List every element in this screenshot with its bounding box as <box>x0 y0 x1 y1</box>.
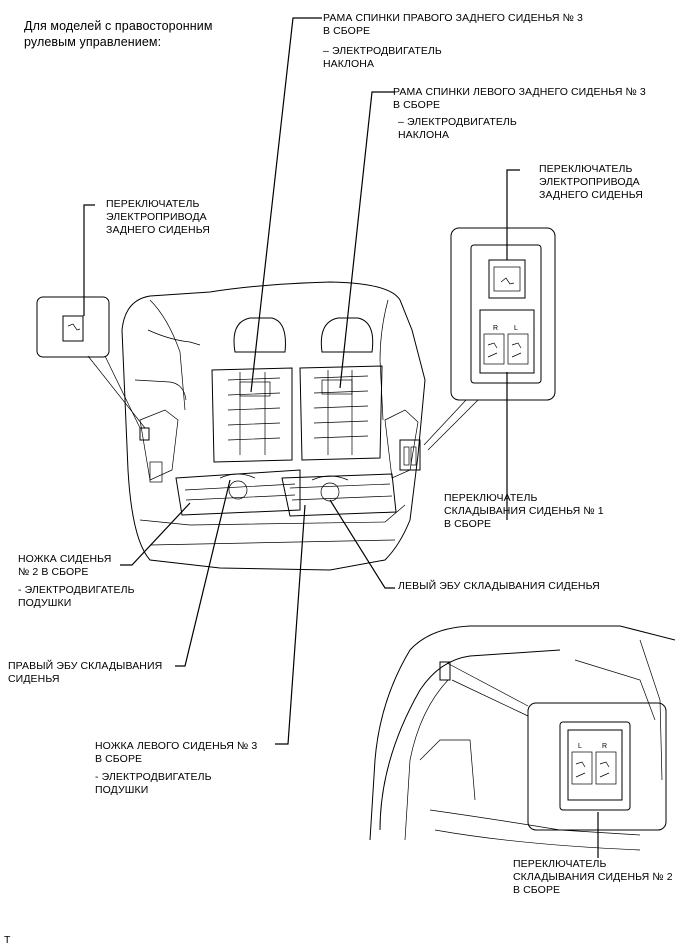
label-left-rear-frame: РАМА СПИНКИ ЛЕВОГО ЗАДНЕГО СИДЕНЬЯ № 3 В… <box>393 86 646 111</box>
label-left-rear-frame-motor: – ЭЛЕКТРОДВИГАТЕЛЬ НАКЛОНА <box>398 116 517 141</box>
footer-mark: T <box>4 934 11 946</box>
label-right-rear-frame-motor: – ЭЛЕКТРОДВИГАТЕЛЬ НАКЛОНА <box>323 45 442 70</box>
label-fold-switch-2: ПЕРЕКЛЮЧАТЕЛЬ СКЛАДЫВАНИЯ СИДЕНЬЯ № 2 В … <box>513 858 673 896</box>
label-right-fold-ecu: ПРАВЫЙ ЭБУ СКЛАДЫВАНИЯ СИДЕНЬЯ <box>8 660 163 685</box>
label-seat-leg-2: НОЖКА СИДЕНЬЯ № 2 В СБОРЕ <box>18 553 112 578</box>
label-left-leg-3-motor: - ЭЛЕКТРОДВИГАТЕЛЬ ПОДУШКИ <box>95 771 212 796</box>
model-heading: Для моделей с правосторонним рулевым упр… <box>24 19 213 49</box>
label-seat-leg-2-motor: - ЭЛЕКТРОДВИГАТЕЛЬ ПОДУШКИ <box>18 584 135 609</box>
switch-l-letter: L <box>514 325 518 332</box>
label-left-fold-ecu: ЛЕВЫЙ ЭБУ СКЛАДЫВАНИЯ СИДЕНЬЯ <box>398 580 600 592</box>
label-rear-seat-switch-right: ПЕРЕКЛЮЧАТЕЛЬ ЭЛЕКТРОПРИВОДА ЗАДНЕГО СИД… <box>539 163 643 201</box>
inset-switch-l-letter: L <box>578 743 582 750</box>
label-left-leg-3: НОЖКА ЛЕВОГО СИДЕНЬЯ № 3 В СБОРЕ <box>95 740 258 765</box>
vehicle-rear-view <box>121 281 426 571</box>
label-rear-seat-switch-left: ПЕРЕКЛЮЧАТЕЛЬ ЭЛЕКТРОПРИВОДА ЗАДНЕГО СИД… <box>106 198 210 236</box>
cargo-inset-view: L R <box>369 625 676 858</box>
switch-r-letter: R <box>493 325 498 332</box>
leader-lines <box>120 17 395 745</box>
label-right-rear-frame: РАМА СПИНКИ ПРАВОГО ЗАДНЕГО СИДЕНЬЯ № 3 … <box>323 12 583 37</box>
label-fold-switch-1: ПЕРЕКЛЮЧАТЕЛЬ СКЛАДЫВАНИЯ СИДЕНЬЯ № 1 В … <box>444 492 604 530</box>
inset-switch-r-letter: R <box>602 743 607 750</box>
right-switch-callout: R L <box>423 169 556 520</box>
left-switch-callout <box>36 204 146 429</box>
